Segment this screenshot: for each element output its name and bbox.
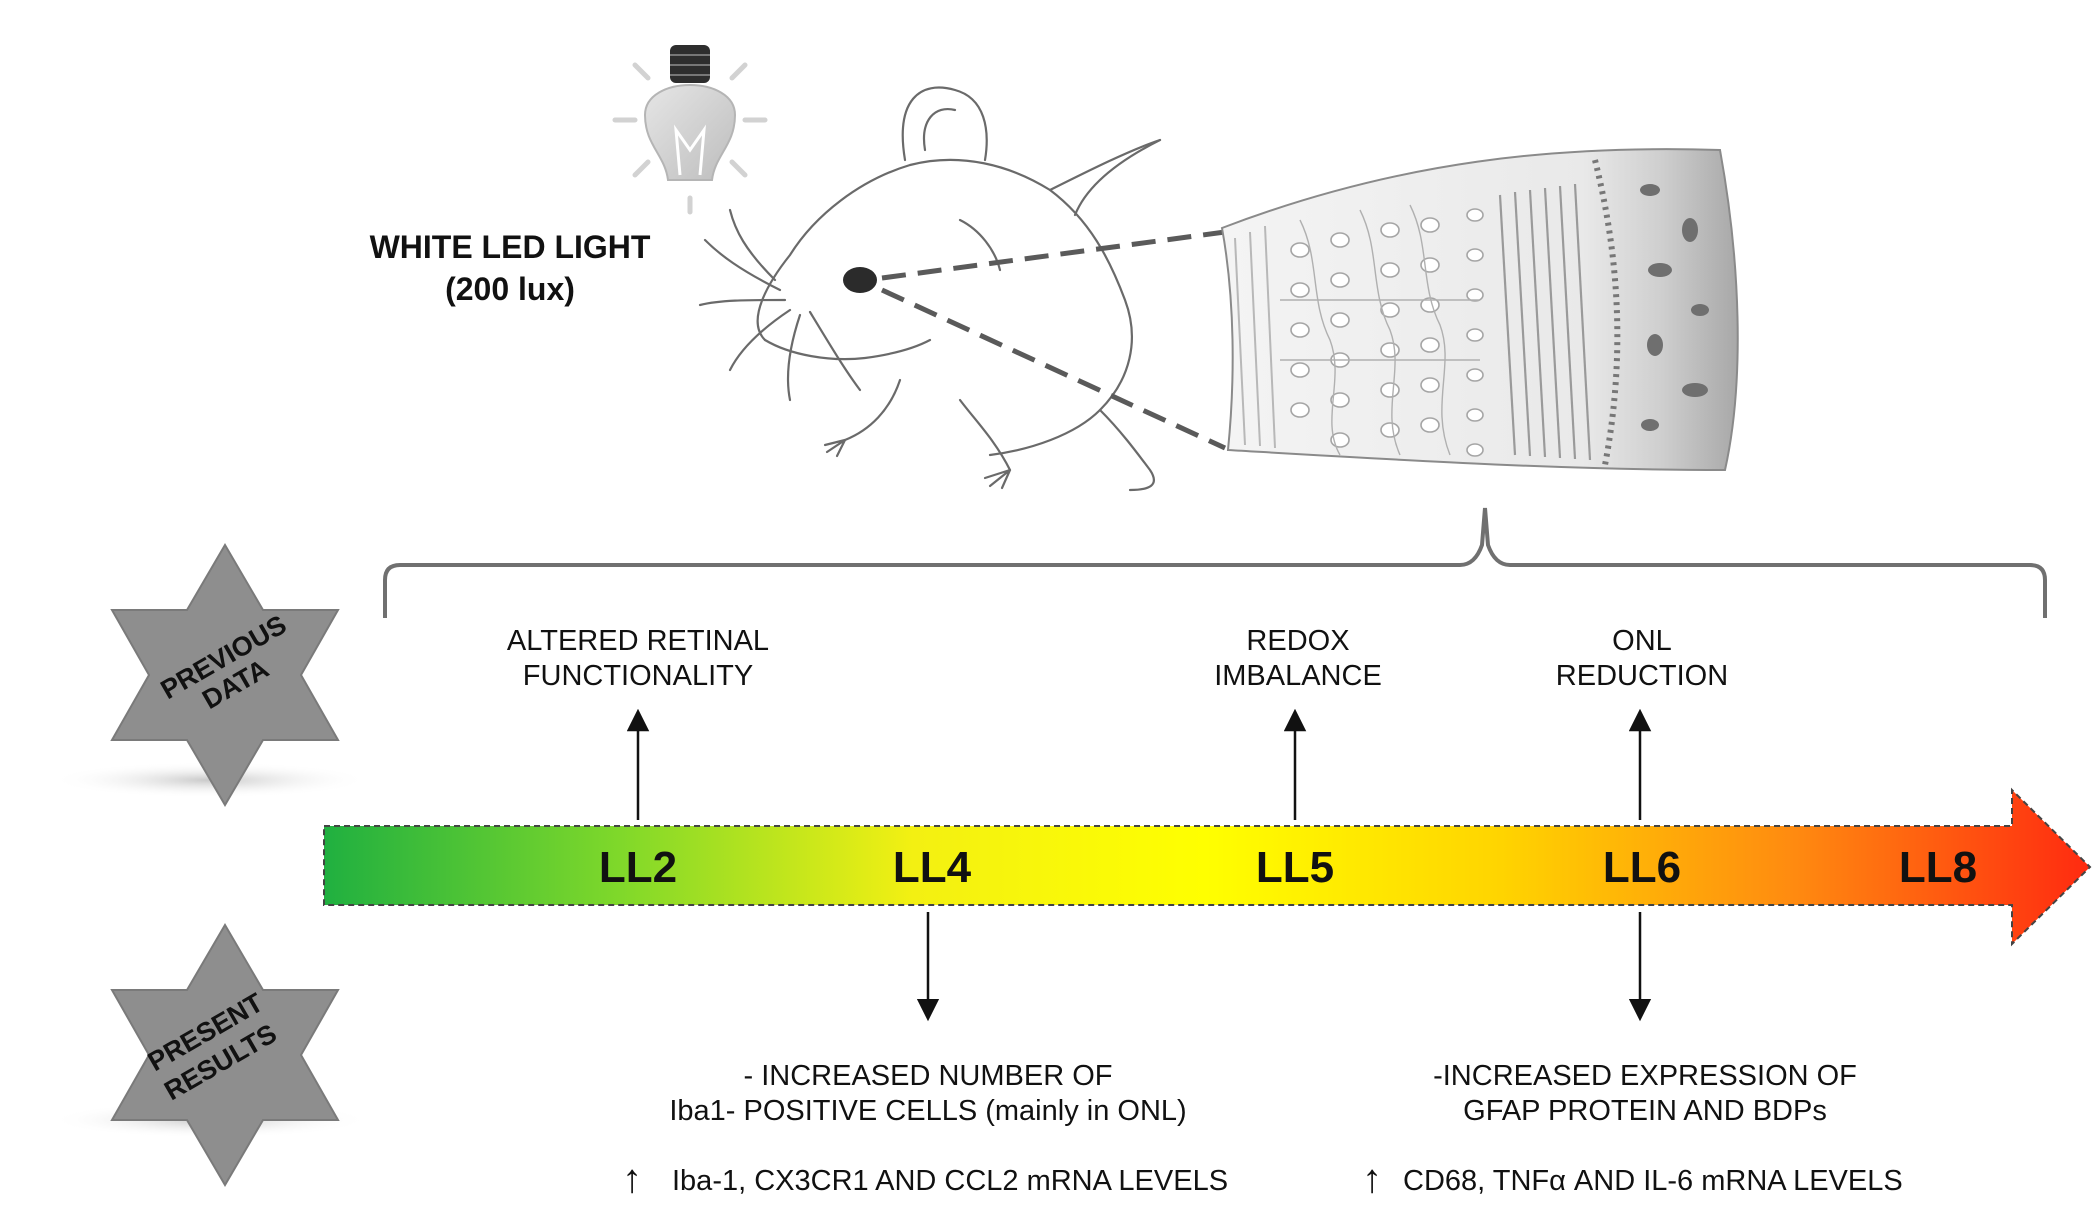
previous-finding-ll5: REDOX IMBALANCE	[1214, 625, 1382, 820]
finding-text: -INCREASED EXPRESSION OF	[1433, 1060, 1857, 1092]
stimulus-label-line1: WHITE LED LIGHT	[370, 229, 651, 265]
finding-text: IMBALANCE	[1214, 660, 1382, 692]
previous-finding-ll6: ONL REDUCTION	[1556, 625, 1728, 820]
timeline-label-ll4: LL4	[893, 843, 972, 892]
rat-eye	[843, 267, 877, 293]
timeline-arrow	[323, 787, 2092, 947]
present-finding-ll4: - INCREASED NUMBER OF Iba1- POSITIVE CEL…	[622, 912, 1228, 1201]
timeline-label-ll6: LL6	[1603, 843, 1681, 892]
finding-text: - INCREASED NUMBER OF	[744, 1060, 1113, 1092]
finding-text: REDUCTION	[1556, 660, 1728, 692]
rat-illustration	[698, 86, 1162, 492]
finding-text: GFAP PROTEIN AND BDPs	[1463, 1095, 1827, 1127]
present-results-badge	[110, 923, 340, 1187]
light-bulb-icon	[612, 45, 768, 215]
sight-lines	[880, 229, 1227, 451]
timeline-label-ll5: LL5	[1256, 843, 1334, 892]
retina-illustration	[1220, 148, 1739, 472]
finding-text: CD68, TNFα AND IL-6 mRNA LEVELS	[1403, 1165, 1903, 1197]
stimulus-label-line2: (200 lux)	[445, 271, 575, 307]
present-finding-ll6: -INCREASED EXPRESSION OF GFAP PROTEIN AN…	[1362, 912, 1903, 1201]
previous-data-badge	[110, 543, 340, 807]
finding-text: ONL	[1612, 625, 1672, 657]
previous-finding-ll2: ALTERED RETINAL FUNCTIONALITY	[507, 625, 769, 820]
bracket	[383, 507, 2047, 618]
finding-text: Iba-1, CX3CR1 AND CCL2 mRNA LEVELS	[672, 1165, 1228, 1197]
finding-text: FUNCTIONALITY	[523, 660, 753, 692]
increase-arrow-symbol: ↑	[622, 1157, 642, 1201]
timeline-label-ll2: LL2	[599, 843, 677, 892]
finding-text: REDOX	[1246, 625, 1349, 657]
timeline-label-ll8: LL8	[1899, 843, 1977, 892]
finding-text: ALTERED RETINAL	[507, 625, 769, 657]
finding-text: Iba1- POSITIVE CELLS (mainly in ONL)	[669, 1095, 1186, 1127]
retina-cells	[1290, 208, 1484, 457]
increase-arrow-symbol: ↑	[1362, 1157, 1382, 1201]
